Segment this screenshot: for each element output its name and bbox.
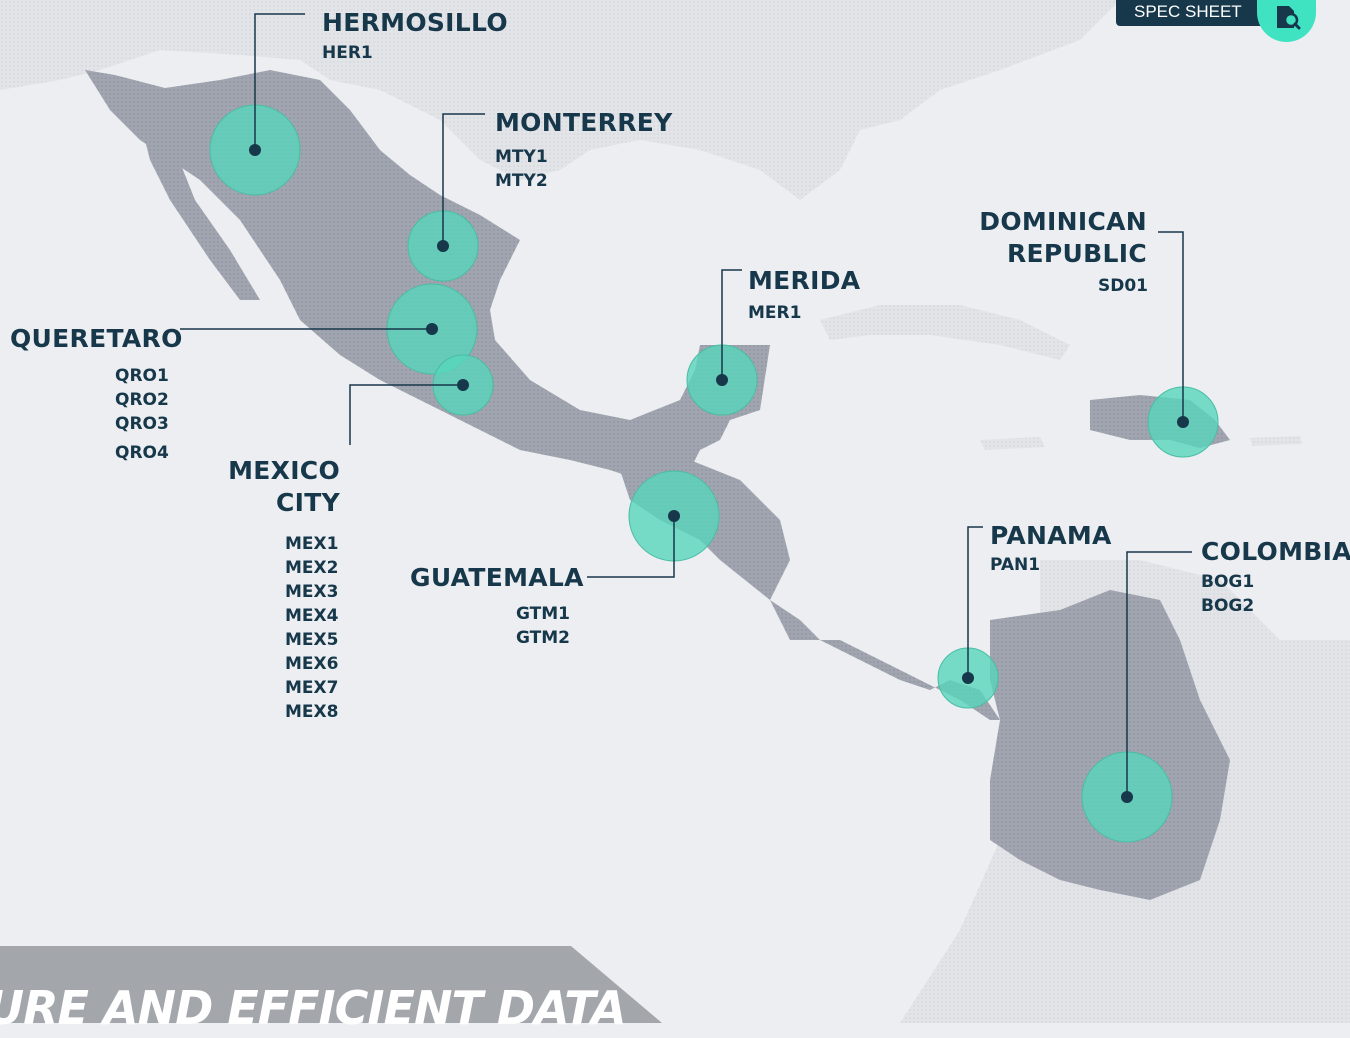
site-code: GTM1 — [516, 604, 570, 624]
panama-codes: PAN1 — [990, 553, 1040, 577]
mexico-city-codes: MEX1 MEX2 MEX3 MEX4 MEX5 MEX6 MEX7 MEX8 — [285, 532, 338, 724]
leader-merida — [721, 269, 742, 380]
site-code: MEX5 — [285, 630, 339, 650]
leader-dominican-republic — [1158, 231, 1184, 422]
dominican-republic-title-line1: DOMINICAN — [979, 207, 1147, 236]
site-code: QRO1 — [115, 366, 169, 386]
leader-hermosillo — [254, 13, 305, 150]
leader-monterrey — [442, 113, 485, 246]
site-code: QRO2 — [115, 390, 169, 410]
site-code: PAN1 — [990, 555, 1041, 575]
site-code: MEX3 — [285, 582, 339, 602]
dominican-republic-title: DOMINICAN REPUBLIC — [960, 206, 1147, 270]
queretaro-codes: QRO1 QRO2 QRO3 QRO4 — [115, 364, 169, 465]
site-code: BOG2 — [1201, 596, 1255, 616]
dominican-republic-title-line2: REPUBLIC — [1007, 239, 1147, 268]
bottom-banner — [0, 946, 662, 1023]
small-islands — [980, 436, 1302, 450]
leader-lines — [180, 13, 1192, 797]
baja-peninsula — [135, 80, 260, 300]
site-code: HER1 — [322, 43, 373, 63]
mexico-city-title-line1: MEXICO — [228, 456, 340, 485]
site-code: MEX4 — [285, 606, 339, 626]
hermosillo-title: HERMOSILLO — [322, 8, 508, 37]
mexico-city-title-line2: CITY — [275, 488, 340, 517]
monterrey-title: MONTERREY — [495, 108, 673, 137]
colombia-title: COLOMBIA — [1201, 537, 1350, 566]
cuba-landmass — [820, 305, 1070, 360]
guatemala-codes: GTM1 GTM2 — [516, 602, 570, 650]
mexico-city-title: MEXICO CITY — [200, 455, 340, 519]
guatemala-title: GUATEMALA — [410, 563, 584, 592]
site-code: BOG1 — [1201, 572, 1255, 592]
spec-sheet-button[interactable]: SPEC SHEET — [1116, 0, 1276, 26]
queretaro-title: QUERETARO — [10, 324, 183, 353]
site-code: QRO3 — [115, 414, 169, 434]
leader-colombia — [1126, 551, 1192, 797]
leader-mexico-city — [349, 384, 463, 445]
hermosillo-codes: HER1 — [322, 41, 373, 65]
leader-panama — [967, 526, 983, 678]
document-search-icon[interactable] — [1257, 0, 1316, 42]
site-code: MEX8 — [285, 702, 339, 722]
site-code: GTM2 — [516, 628, 570, 648]
site-code: MEX7 — [285, 678, 339, 698]
site-code: MEX6 — [285, 654, 339, 674]
site-code: MTY1 — [495, 147, 548, 167]
site-code: MER1 — [748, 303, 802, 323]
site-code: MEX1 — [285, 534, 339, 554]
colombia-codes: BOG1 BOG2 — [1201, 570, 1254, 618]
monterrey-codes: MTY1 MTY2 — [495, 145, 548, 193]
site-code: SD01 — [1098, 276, 1149, 296]
site-code: MEX2 — [285, 558, 339, 578]
site-code: MTY2 — [495, 171, 548, 191]
panama-title: PANAMA — [990, 521, 1112, 550]
leader-guatemala — [587, 516, 675, 578]
usa-landmass — [0, 0, 1120, 200]
merida-codes: MER1 — [748, 301, 801, 325]
site-code: QRO4 — [115, 443, 169, 463]
merida-title: MERIDA — [748, 266, 861, 295]
dominican-republic-codes: SD01 — [1098, 274, 1148, 298]
banner-headline: CURE AND EFFICIENT DATA — [0, 981, 627, 1035]
colombia-landmass — [990, 590, 1230, 900]
